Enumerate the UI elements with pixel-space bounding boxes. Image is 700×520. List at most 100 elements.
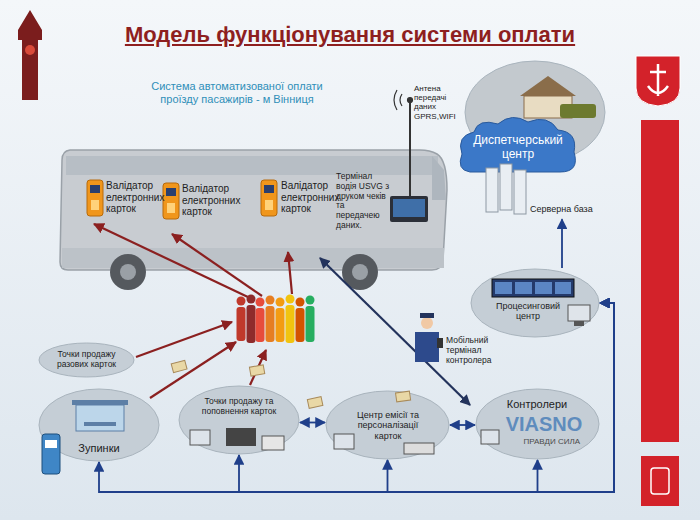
shelter-bench: [84, 422, 116, 426]
node-text: Точки продажу разових карток: [46, 350, 127, 370]
edge-group: [99, 219, 614, 492]
bus-illustration: [60, 150, 447, 290]
passenger-figure: [306, 296, 315, 343]
data-link: [561, 219, 563, 268]
body: [276, 308, 285, 342]
controllers-equipment: [481, 430, 499, 444]
computer: [481, 430, 499, 444]
node-text: Диспетчерський центр: [470, 134, 566, 162]
machine-body: [42, 434, 60, 474]
passenger-arrow: [172, 234, 262, 296]
machine-screen: [45, 440, 57, 448]
label-slot: Система автоматизованої оплати проїзду п…: [142, 80, 332, 105]
title-slot: Модель функціонування системи оплати: [100, 22, 600, 47]
antenna-tip: [408, 98, 413, 103]
validator-icon: [163, 183, 179, 219]
ticket: [396, 391, 411, 402]
bus-body: [60, 150, 447, 270]
bus-windows: [66, 156, 438, 175]
red-square-icon: [651, 468, 669, 494]
head: [421, 317, 433, 329]
passenger-arrow: [288, 252, 292, 294]
passenger-figure: [247, 295, 256, 344]
driver-terminal-label: Термінал водія USVG з друком чеків та пе…: [336, 172, 390, 234]
subtitle: Система автоматизованої оплати проїзду п…: [142, 80, 332, 105]
ticket-cards: [171, 360, 410, 408]
building-roof: [520, 76, 576, 96]
head: [247, 295, 256, 304]
validator-label: Валідатор електронних карток: [106, 180, 170, 218]
shield: [636, 56, 680, 106]
node-text: Серверна база: [530, 204, 594, 214]
ticket-arrow: [136, 322, 232, 357]
watermark-slogan: ПРАВДИ СИЛА: [498, 437, 580, 446]
passenger-figure: [286, 295, 295, 344]
validator-label: Валідатор електронних карток: [281, 180, 345, 218]
head: [276, 298, 285, 307]
body: [286, 305, 295, 343]
cash-register: [226, 428, 256, 446]
red-square: [641, 456, 679, 506]
dispatch-building: [520, 76, 596, 118]
validator-screen: [166, 188, 176, 196]
validator-icon: [87, 180, 103, 216]
validator-screen: [264, 185, 274, 193]
emission-equipment: [334, 434, 434, 454]
ellipse-outline: [471, 269, 599, 337]
tower-clock: [25, 45, 35, 55]
passenger-figure: [266, 296, 275, 343]
terminal-screen: [393, 199, 425, 217]
red-side-bar: [641, 120, 679, 442]
server-label: Серверна база: [530, 204, 594, 217]
blue-cloud: [460, 117, 575, 172]
inspection-arrow: [320, 258, 470, 405]
passenger-arrows: [94, 224, 292, 398]
monitor: [515, 282, 532, 294]
passenger-figure: [237, 297, 246, 342]
terminal-case: [390, 196, 428, 222]
sales-equipment: [190, 428, 284, 450]
validator-reader: [265, 200, 273, 210]
antenna-mast: [409, 100, 411, 196]
ticket: [249, 365, 264, 376]
body: [256, 308, 265, 342]
ticket-machine: [42, 434, 60, 474]
validator-body: [261, 180, 277, 216]
coat-of-arms: [636, 56, 680, 106]
head: [286, 295, 295, 304]
shield-emblem: [648, 64, 668, 96]
city-tower-icon: [18, 10, 42, 100]
node-text: Контролери: [497, 398, 577, 411]
monitor: [535, 282, 552, 294]
monitor: [555, 282, 571, 294]
server: [486, 168, 498, 212]
cap: [420, 313, 434, 318]
validator-icon: [261, 180, 277, 216]
server-racks: [486, 164, 526, 214]
computer: [190, 430, 210, 445]
data-link: [450, 424, 475, 426]
validator-reader: [167, 203, 175, 213]
body: [306, 306, 315, 342]
card-printer: [404, 443, 434, 454]
single-ticket-ellipse: Точки продажу разових карток: [38, 342, 135, 378]
bus-windshield: [432, 156, 446, 200]
tower-shape: [18, 10, 42, 100]
mobile-terminal-label: Мобільний термінал контролера: [446, 336, 496, 368]
antenna-signal: [394, 90, 413, 110]
bus-wheel-hub: [352, 264, 368, 280]
computer-stand: [574, 321, 584, 326]
driver-terminal: [390, 196, 428, 222]
computer: [334, 434, 354, 449]
passenger-figure: [276, 298, 285, 343]
uniform: [415, 332, 439, 362]
server: [500, 164, 512, 210]
computer: [568, 305, 590, 321]
processing-equipment: [492, 279, 590, 326]
ellipse-outline: [179, 386, 299, 454]
monitor-wall: [492, 279, 574, 297]
server: [514, 170, 526, 214]
node-text: Зупинки: [68, 442, 130, 455]
node-text: Процесинговий центр: [492, 301, 564, 322]
